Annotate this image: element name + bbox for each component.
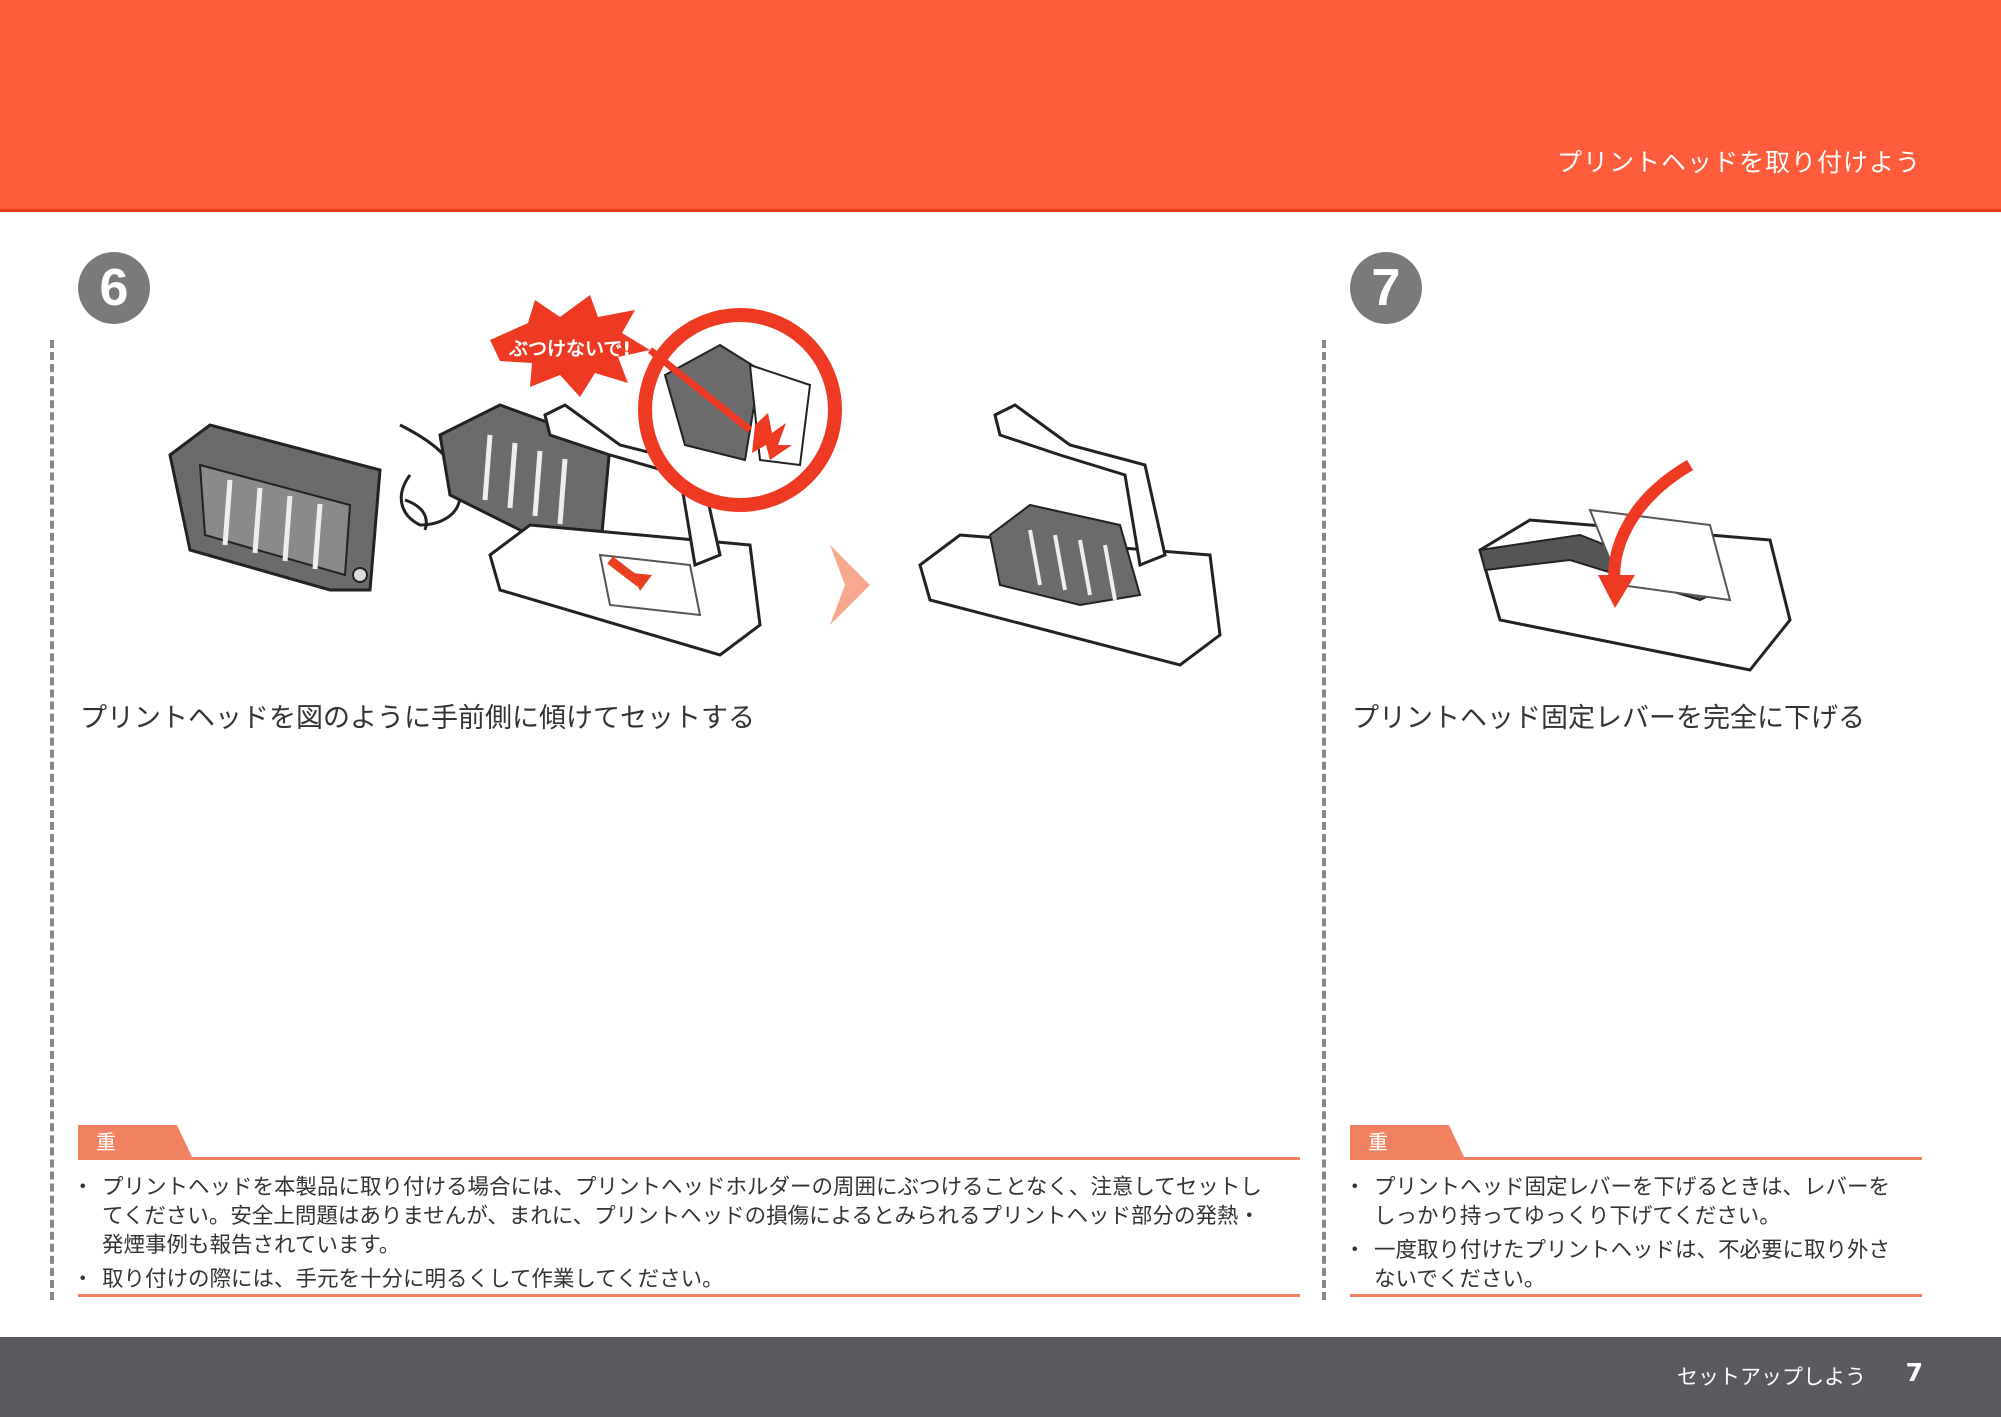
important-item: 取り付けの際には、手元を十分に明るくして作業してください。 [72,1265,1278,1294]
page-number: 7 [1905,1358,1923,1387]
important-label: 重 要 [1350,1125,1465,1159]
lower-lever-arrow-icon [1608,459,1694,586]
important-top-rule [78,1157,1300,1160]
lever-holder-drawing [1478,508,1792,672]
print-head-drawing [168,423,382,592]
important-bottom-rule [78,1294,1300,1297]
step-7-important-list: プリントヘッド固定レバーを下げるときは、レバーをしっかり持ってゆっくり下げてくだ… [1344,1173,1900,1299]
print-head-holder-drawing [488,403,762,657]
step-7-important-box: 重 要 プリントヘッド固定レバーを下げるときは、レバーをしっかり持ってゆっくり下… [1344,1125,1922,1300]
step-6-important-list: プリントヘッドを本製品に取り付ける場合には、プリントヘッドホルダーの周囲にぶつけ… [72,1173,1278,1299]
caution-circle-drawing [638,308,842,512]
next-arrow-icon [830,545,870,625]
step-6-divider [50,340,54,1300]
step-7-badge: 7 [1350,252,1422,324]
step-7-title: プリントヘッド固定レバーを完全に下げる [1352,703,1865,734]
important-item: 一度取り付けたプリントヘッドは、不必要に取り外さないでください。 [1344,1236,1900,1294]
important-label: 重 要 [78,1125,193,1159]
step-6-badge: 6 [78,252,150,324]
important-top-rule [1350,1157,1922,1160]
step-6-illustration: ぶつけないで! [168,295,1222,667]
lower-lever-arrow-head-icon [1598,575,1635,608]
step-6-important-box: 重 要 プリントヘッドを本製品に取り付ける場合には、プリントヘッドホルダーの周囲… [72,1125,1300,1300]
installed-print-head-drawing [918,403,1222,667]
step-6-title: プリントヘッドを図のように手前側に傾けてセットする [80,703,755,734]
page-footer: セットアップしよう 7 [0,1337,2001,1417]
page-header: プリントヘッドを取り付けよう [0,0,2001,212]
important-item: プリントヘッド固定レバーを下げるときは、レバーをしっかり持ってゆっくり下げてくだ… [1344,1173,1900,1231]
step-7-illustration [1478,459,1792,672]
warning-burst-icon: ぶつけないで! [490,295,650,397]
warning-callout-text: ぶつけないで! [508,338,631,360]
important-bottom-rule [1350,1294,1922,1297]
important-item: プリントヘッドを本製品に取り付ける場合には、プリントヘッドホルダーの周囲にぶつけ… [72,1173,1278,1260]
step-7-divider [1322,340,1326,1300]
footer-label: セットアップしよう [1677,1365,1866,1389]
header-title: プリントヘッドを取り付けよう [1556,148,1921,177]
